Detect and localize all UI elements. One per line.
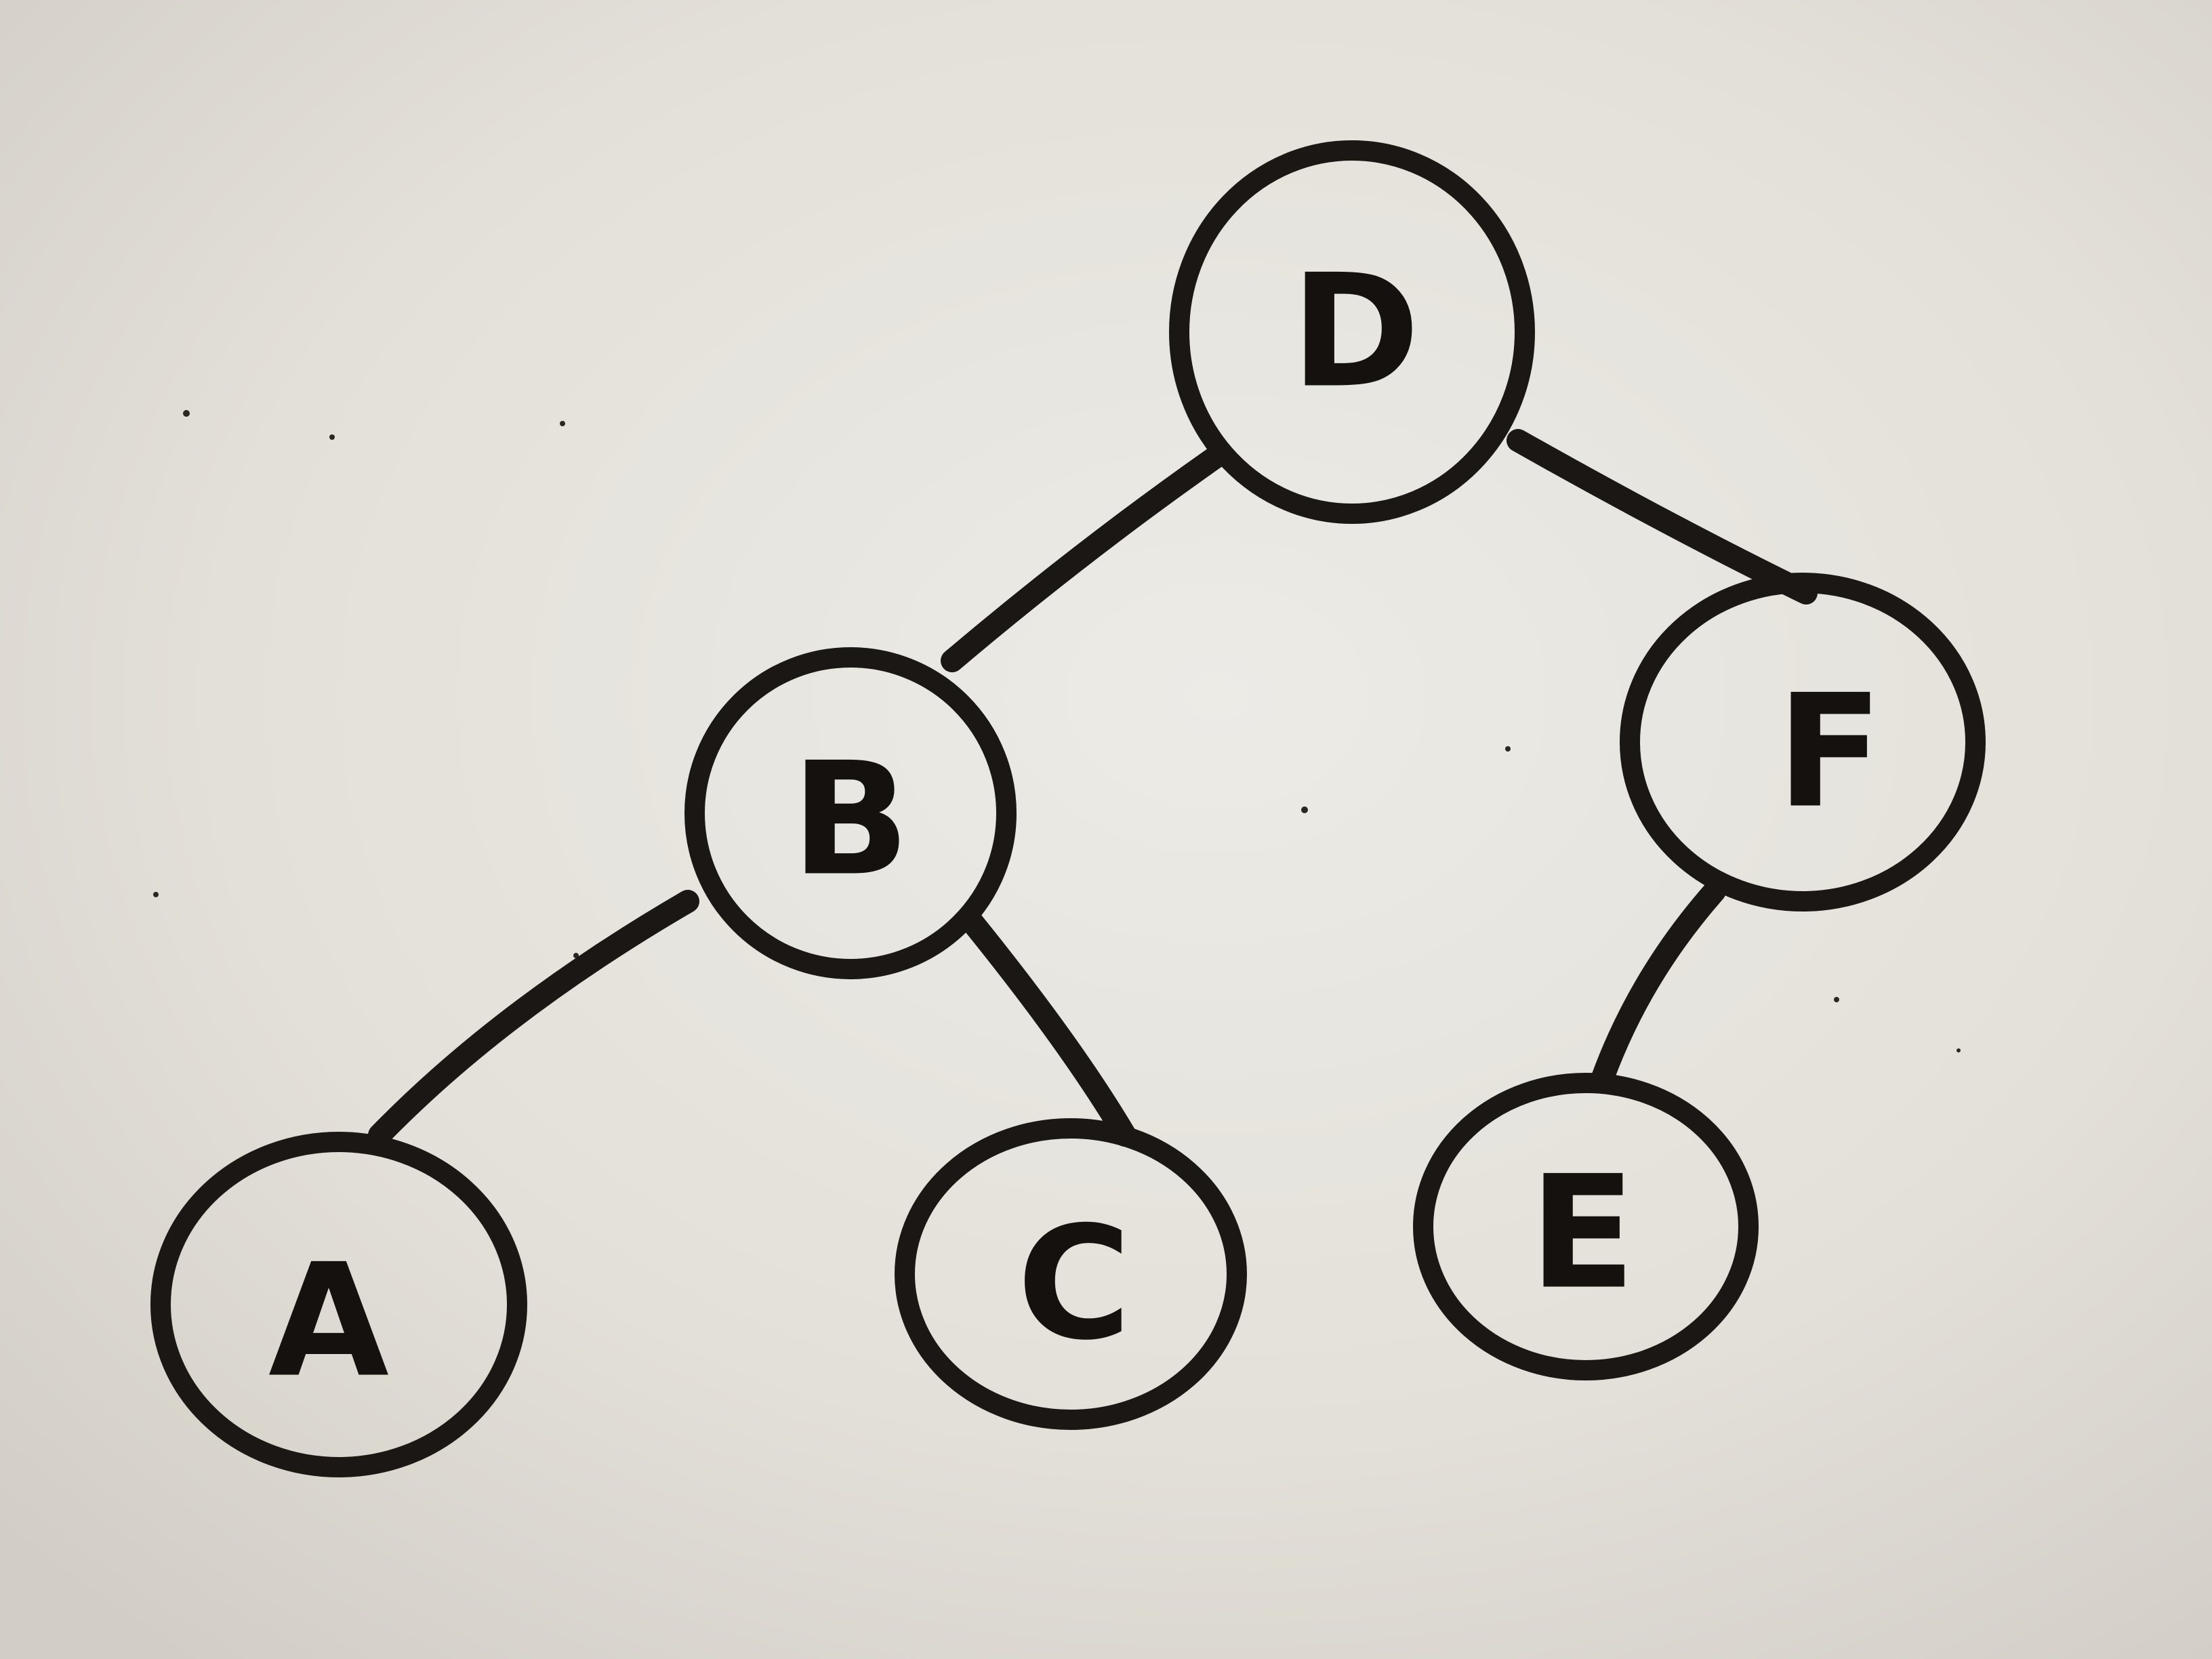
edge-f-e: [1591, 880, 1726, 1089]
node-b-label: B: [791, 730, 909, 911]
node-b-circle: [684, 647, 1017, 979]
node-c-label: C: [1017, 1194, 1132, 1375]
node-c-circle: [895, 1118, 1247, 1430]
node-e-circle: [1413, 1073, 1759, 1380]
edge-b-c: [958, 907, 1136, 1147]
node-d-circle: [1169, 140, 1535, 524]
node-d-label: D: [1291, 242, 1420, 423]
node-f-label: F: [1776, 662, 1883, 843]
node-a: A: [150, 1132, 527, 1477]
edge-d-b: [941, 443, 1231, 672]
node-e-label: E: [1529, 1143, 1635, 1324]
node-e: E: [1413, 1073, 1759, 1380]
board-specks: [153, 410, 1961, 1052]
edge-b-a: [368, 890, 699, 1147]
node-c: C: [895, 1118, 1247, 1430]
edge-d-f: [1507, 429, 1818, 605]
node-a-circle: [150, 1132, 527, 1477]
node-f-circle: [1620, 573, 1986, 912]
node-d: D: [1169, 140, 1535, 524]
node-b: B: [684, 647, 1017, 979]
node-f: F: [1620, 573, 1986, 912]
node-a-label: A: [268, 1231, 389, 1412]
tree-edges: [368, 429, 1818, 1147]
